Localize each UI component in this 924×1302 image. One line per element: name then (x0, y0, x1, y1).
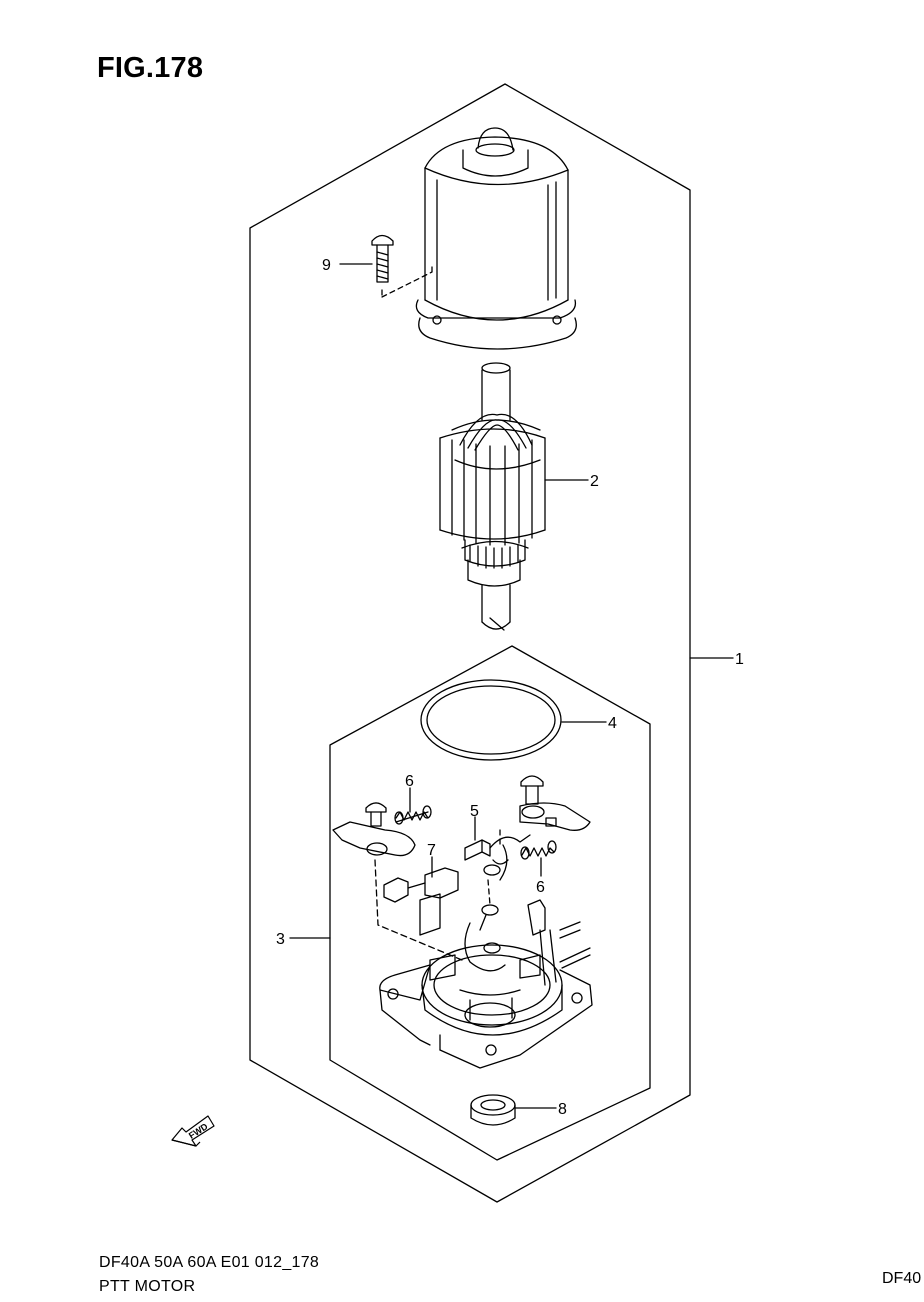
corner-model-code: DF40 (882, 1270, 922, 1287)
armature-part-2 (439, 362, 546, 631)
spring-part-6-right (520, 840, 557, 860)
figure-title: FIG.178 (97, 52, 204, 84)
callout-6-lower: 6 (536, 879, 545, 896)
motor-yoke (415, 127, 577, 350)
lead-wires (464, 899, 591, 986)
callout-7: 7 (427, 842, 436, 859)
callout-3: 3 (276, 931, 285, 948)
callout-6-upper: 6 (405, 773, 414, 790)
assembly-boundary-inner (329, 645, 651, 1161)
fwd-arrow-icon: FWD (171, 1115, 215, 1147)
model-code: DF40A 50A 60A E01 012_178 (99, 1254, 320, 1271)
brush-housing-part-3 (379, 942, 593, 1069)
callout-4: 4 (608, 715, 617, 732)
brush-part-7 (383, 867, 459, 936)
callout-1: 1 (735, 651, 744, 668)
brush-part-5 (464, 834, 531, 881)
assembly-boundary-outer (249, 83, 691, 1203)
section-name: PTT MOTOR (99, 1278, 196, 1295)
brush-plate-left (332, 802, 416, 857)
spring-part-6-left (394, 805, 432, 825)
bushing-part-8 (470, 1094, 516, 1126)
callout-2: 2 (590, 473, 599, 490)
o-ring-part-4 (420, 679, 562, 761)
brush-plate-right (519, 775, 591, 831)
callout-5: 5 (470, 803, 479, 820)
screw-part-9 (371, 234, 394, 283)
callout-9: 9 (322, 257, 331, 274)
callout-8: 8 (558, 1101, 567, 1118)
